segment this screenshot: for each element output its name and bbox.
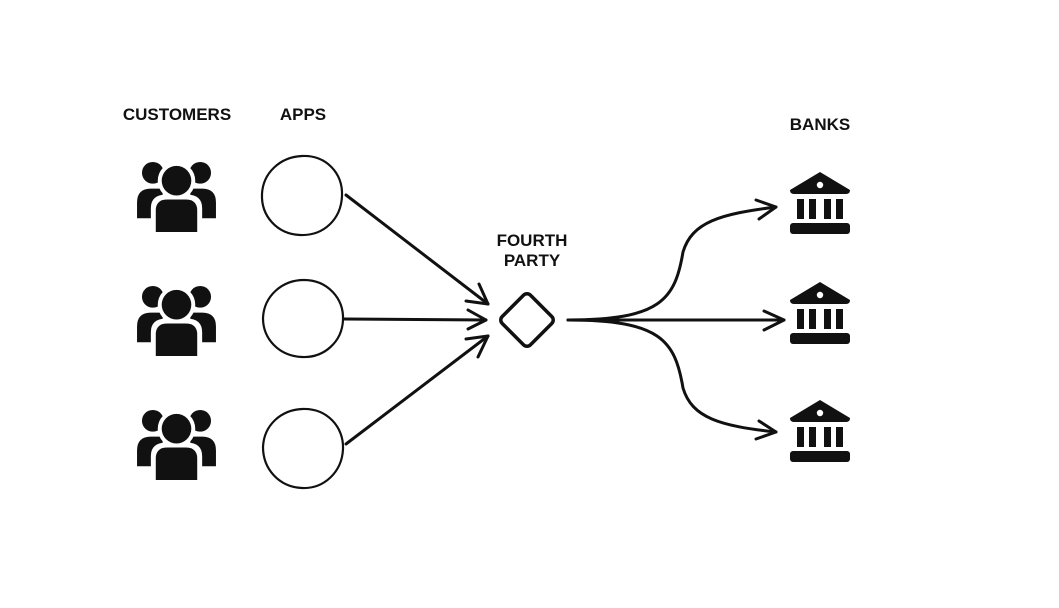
bank-building-icon	[790, 282, 850, 344]
users-group-icon	[137, 409, 216, 480]
arrow-line	[566, 318, 778, 434]
arrow-line	[566, 205, 778, 322]
app-node	[260, 154, 344, 237]
arrow-head	[762, 309, 786, 332]
arrow-line	[344, 334, 490, 446]
arrow-head	[464, 334, 490, 359]
banks-heading: BANKS	[790, 115, 850, 134]
bank-building-icon	[790, 400, 850, 462]
app-node	[261, 278, 345, 359]
apps-heading: APPS	[280, 105, 326, 124]
arrow-head	[466, 308, 488, 331]
arrow-line	[344, 193, 490, 306]
bank-building-icon	[790, 172, 850, 234]
app-node	[261, 407, 345, 490]
customers-heading: CUSTOMERS	[123, 105, 231, 124]
arrow-head	[754, 419, 778, 441]
arrow-head	[754, 198, 778, 221]
arrow-head	[464, 282, 490, 306]
users-group-icon	[137, 285, 216, 356]
fourth-party-node	[499, 292, 555, 348]
users-group-icon	[137, 161, 216, 232]
fourth-party-heading-line1: FOURTH	[497, 231, 568, 250]
arrow-line	[342, 317, 488, 322]
fourth-party-heading-line2: PARTY	[504, 251, 561, 270]
